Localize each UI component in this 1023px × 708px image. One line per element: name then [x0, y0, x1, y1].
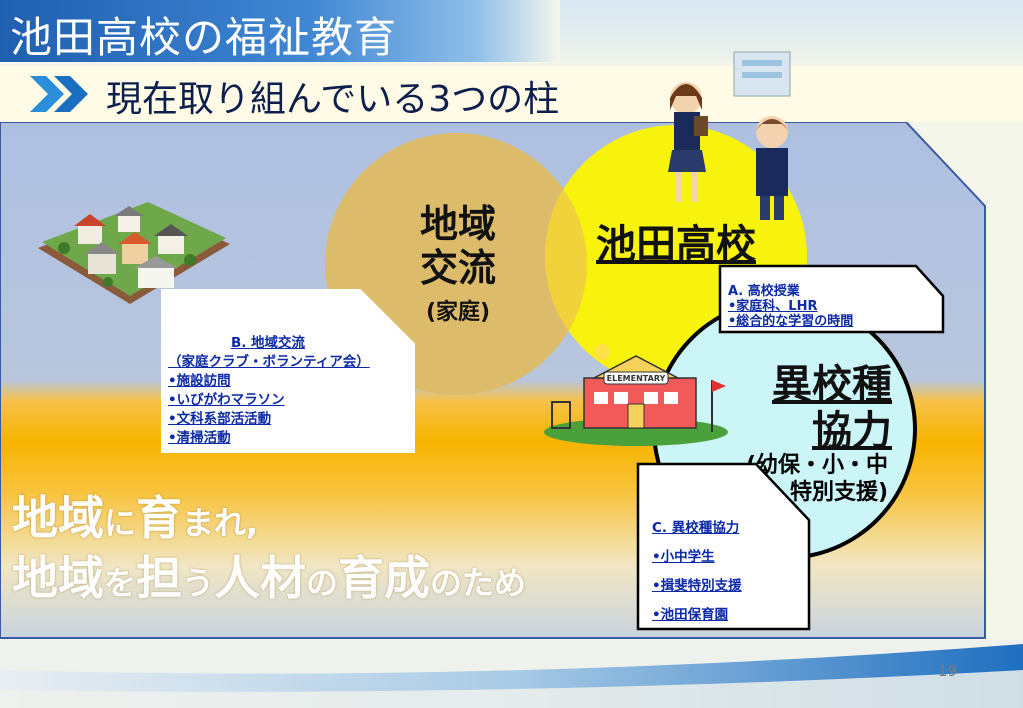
interschool-circle-title: 異校種 協力 [740, 362, 892, 454]
callout-a: A. 高校授業 •家庭科、LHR •総合的な学習の時間 [728, 284, 853, 329]
interschool-title-line1: 異校種 [772, 362, 892, 408]
slide-subtitle: 現在取り組んでいる3つの柱 [106, 79, 560, 120]
slogan-line-2: 地域を担う人材の育成のため [12, 551, 527, 605]
interschool-sub-line1: (幼保・小・中 [745, 453, 888, 478]
school-circle-title: 池田高校 [596, 222, 756, 268]
header-background [560, 0, 1023, 62]
callout-b: B. 地域交流 （家庭クラブ・ボランティア会） •施設訪問 •いびがわマラソン … [168, 334, 370, 448]
callout-b-heading: B. 地域交流 [230, 335, 306, 351]
callout-c: C. 異校種協力 •小中学生 •揖斐特別支援 •池田保育園 [652, 514, 742, 630]
callout-a-heading: A. 高校授業 [728, 284, 800, 299]
slide-title: 池田高校の福祉教育 [10, 13, 398, 62]
callout-b-item: •文科系部活活動 [168, 411, 272, 427]
callout-a-item: •家庭科、LHR [728, 299, 818, 314]
title-bar [0, 0, 560, 62]
elementary-sign: ELEMENTARY [607, 374, 666, 383]
callout-b-item: •施設訪問 [168, 373, 231, 389]
callout-a-box [718, 264, 945, 334]
double-chevron-icon [30, 76, 88, 112]
page-number: 19 [938, 662, 958, 680]
elementary-school-illustration: ELEMENTARY [544, 344, 728, 446]
community-title-line2: 交流 [419, 246, 496, 290]
callout-c-item: •揖斐特別支援 [652, 578, 742, 594]
callout-b-box [161, 289, 415, 453]
interschool-title-line2: 協力 [812, 408, 892, 454]
students-illustration [668, 51, 791, 220]
callout-b-item: •いびがわマラソン [168, 392, 285, 408]
community-circle-title: 地域 交流 [360, 202, 556, 290]
slogan-line-1: 地域に育まれ, [12, 491, 259, 545]
community-title-line1: 地域 [419, 202, 496, 246]
callout-a-item: •総合的な学習の時間 [728, 314, 854, 329]
houses-illustration [38, 202, 230, 304]
callout-b-item: •清掃活動 [168, 430, 231, 446]
community-circle-subtitle: (家庭) [425, 300, 491, 325]
subtitle-bar [0, 66, 1023, 122]
callout-b-subheading: （家庭クラブ・ボランティア会） [168, 354, 370, 370]
callout-c-item: •池田保育園 [652, 607, 729, 623]
interschool-sub-line2: 特別支援) [789, 480, 888, 505]
bottom-swoosh [0, 640, 1023, 708]
callout-c-box [636, 462, 811, 631]
callout-c-heading: C. 異校種協力 [652, 520, 740, 536]
callout-c-item: •小中学生 [652, 549, 715, 565]
interschool-circle-subtitle: (幼保・小・中 特別支援) [740, 452, 888, 506]
